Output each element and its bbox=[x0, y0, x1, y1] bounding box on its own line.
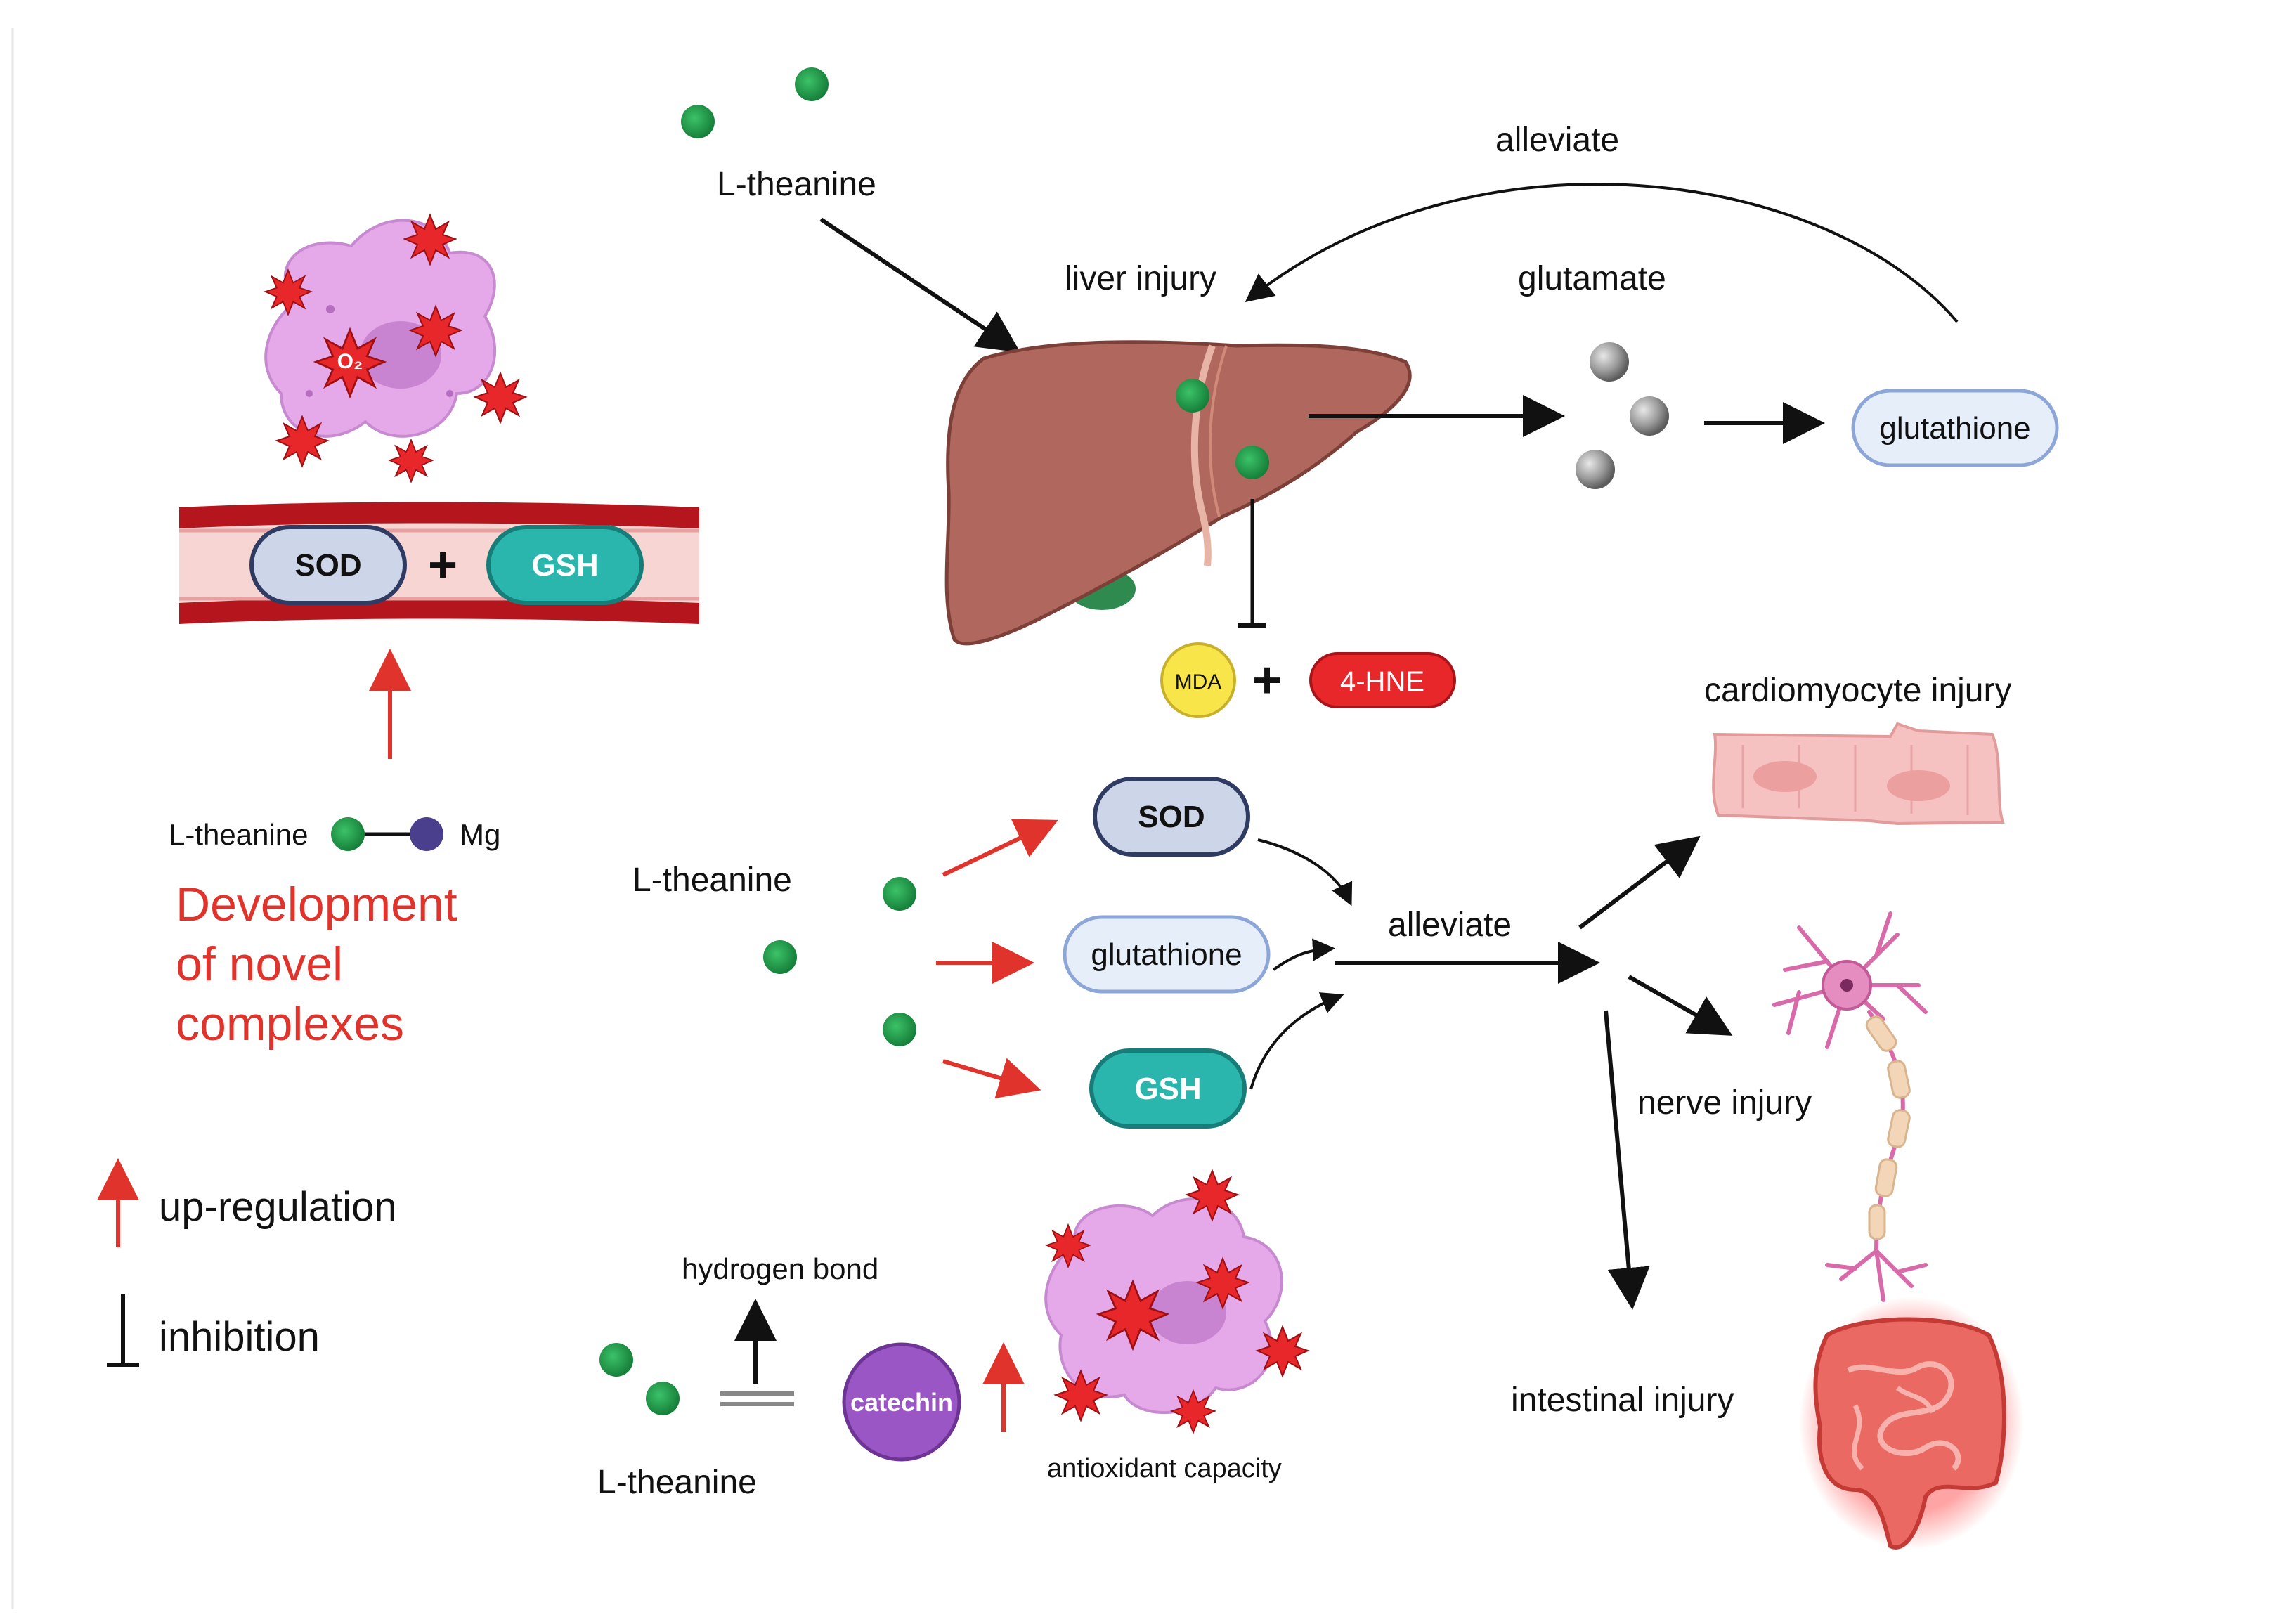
catechin-circle bbox=[842, 1342, 961, 1462]
l-theanine-dot-icon bbox=[795, 67, 829, 101]
glutamate-ball-icon bbox=[1590, 342, 1629, 382]
to-intestine-arrow bbox=[1604, 1010, 1650, 1310]
l-theanine-dot-icon bbox=[883, 1013, 916, 1046]
glutathione-to-alleviate-arrow bbox=[1272, 938, 1335, 971]
intestinal-injury-label: intestinal injury bbox=[1511, 1382, 1734, 1419]
glutamate-ball-icon bbox=[1576, 450, 1615, 489]
vessel-gsh-pill: GSH bbox=[486, 525, 644, 605]
ros-burst-icon bbox=[404, 214, 456, 265]
to-nerve-arrow bbox=[1628, 975, 1733, 1036]
mid-sod-pill: SOD bbox=[1093, 777, 1250, 857]
neuron-nucleus bbox=[1840, 979, 1853, 992]
vessel-plus: + bbox=[428, 537, 457, 593]
mid-glutathione-pill: glutathione bbox=[1063, 915, 1271, 994]
l-theanine-dot-icon bbox=[646, 1382, 680, 1415]
alleviate-top-label: alleviate bbox=[1495, 122, 1619, 159]
glutamate-ball-icon bbox=[1630, 396, 1669, 436]
l-theanine-to-liver-arrow bbox=[819, 217, 1020, 353]
hydrogen-bond-label: hydrogen bond bbox=[682, 1252, 878, 1285]
ros-burst-icon bbox=[1257, 1326, 1309, 1377]
complex-l-theanine-label: L-theanine bbox=[169, 818, 309, 851]
mid-l-theanine-label: L-theanine bbox=[632, 862, 792, 899]
ros-burst-icon bbox=[264, 269, 312, 316]
myelin-segments bbox=[1865, 1015, 1911, 1240]
red-arrow-to-gsh bbox=[942, 1058, 1041, 1099]
l-theanine-dot-icon bbox=[331, 817, 365, 851]
title-line-1: Development bbox=[176, 878, 457, 931]
antioxidant-capacity-label: antioxidant capacity bbox=[1047, 1454, 1282, 1483]
ros-burst-icon bbox=[1186, 1170, 1238, 1221]
red-arrow-to-sod bbox=[942, 819, 1058, 877]
mid-glutathione-label: glutathione bbox=[1091, 937, 1242, 972]
ros-burst-icon bbox=[1197, 1258, 1249, 1308]
mda-plus: + bbox=[1252, 652, 1282, 708]
title-line-2: of novel bbox=[176, 937, 343, 991]
legend-inhibition: inhibition bbox=[159, 1314, 320, 1360]
l-theanine-dot-icon bbox=[681, 105, 715, 138]
alleviate-curve-arrow bbox=[1245, 183, 1959, 323]
hne-pill: 4-HNE bbox=[1309, 652, 1456, 708]
complex-mg-label: Mg bbox=[460, 818, 500, 851]
intestine-icon bbox=[1799, 1297, 2024, 1550]
cardiomyocyte-icon bbox=[1712, 722, 2005, 826]
ros-burst-icon bbox=[1171, 1390, 1216, 1434]
legend-up-regulation: up-regulation bbox=[159, 1184, 397, 1230]
gsh-to-alleviate-arrow bbox=[1249, 992, 1344, 1090]
mg-dot-icon bbox=[410, 817, 443, 851]
glutamate-label: glutamate bbox=[1518, 260, 1666, 297]
o2-label: O₂ bbox=[337, 350, 363, 373]
top-glutathione-pill: glutathione bbox=[1851, 389, 2059, 467]
bottom-l-theanine-label: L-theanine bbox=[597, 1464, 757, 1501]
vessel-gsh-label: GSH bbox=[531, 548, 598, 583]
l-theanine-dot-icon bbox=[1235, 446, 1269, 479]
mid-sod-label: SOD bbox=[1138, 800, 1205, 834]
top-l-theanine-label: L-theanine bbox=[717, 166, 876, 203]
ros-burst-icon bbox=[276, 416, 328, 467]
ros-burst-icon bbox=[1055, 1370, 1107, 1421]
mid-gsh-pill: GSH bbox=[1089, 1048, 1247, 1129]
bottom-ros-cell bbox=[1044, 1170, 1309, 1434]
sod-to-alleviate-arrow bbox=[1257, 838, 1353, 907]
ros-burst-icon bbox=[389, 439, 434, 483]
hne-label: 4-HNE bbox=[1340, 666, 1424, 697]
l-theanine-dot-icon bbox=[763, 940, 797, 974]
title-line-3: complexes bbox=[176, 997, 404, 1051]
vessel-sod-label: SOD bbox=[294, 548, 361, 583]
ros-burst-icon bbox=[474, 372, 526, 423]
cardiomyocyte-injury-label: cardiomyocyte injury bbox=[1704, 672, 2011, 709]
ros-burst-icon bbox=[410, 306, 462, 356]
l-theanine-dot-icon bbox=[599, 1343, 633, 1377]
l-theanine-dot-icon bbox=[883, 877, 916, 911]
vessel-sod-pill: SOD bbox=[249, 525, 407, 605]
ros-burst-icon bbox=[1098, 1280, 1168, 1349]
to-cardiomyocyte-arrow bbox=[1578, 836, 1701, 930]
mid-gsh-label: GSH bbox=[1134, 1072, 1201, 1106]
mid-alleviate-label: alleviate bbox=[1388, 907, 1512, 944]
catechin-label: catechin bbox=[850, 1388, 953, 1417]
ros-burst-icon bbox=[1046, 1224, 1091, 1268]
mda-label: MDA bbox=[1175, 670, 1222, 694]
mda-circle bbox=[1160, 642, 1236, 718]
top-glutathione-label: glutathione bbox=[1879, 411, 2030, 446]
l-theanine-dot-icon bbox=[1176, 379, 1209, 413]
liver-injury-label: liver injury bbox=[1065, 260, 1216, 297]
nerve-injury-label: nerve injury bbox=[1637, 1084, 1812, 1122]
left-ros-cell: O₂ bbox=[264, 214, 526, 483]
